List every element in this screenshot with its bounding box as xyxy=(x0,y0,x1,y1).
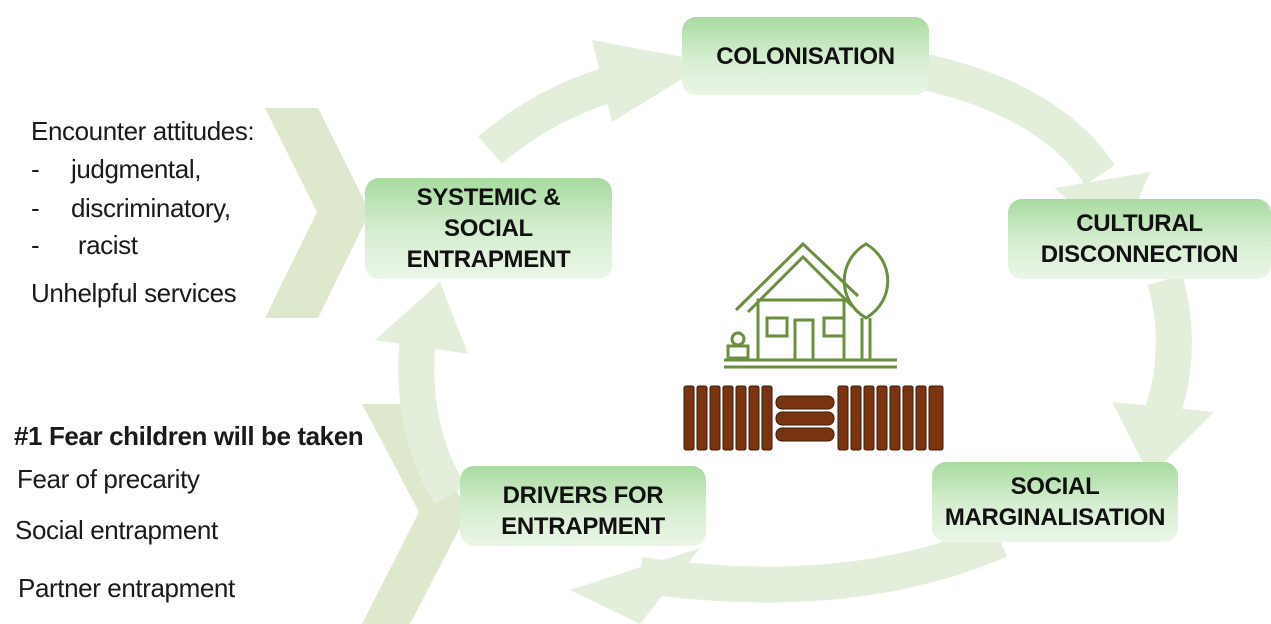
systemic-social-entrapment-box: SYSTEMIC & SOCIAL ENTRAPMENT xyxy=(365,178,612,279)
colonisation-label: COLONISATION xyxy=(716,42,895,70)
cycle-ring xyxy=(398,54,1192,603)
arrowhead-to-drivers xyxy=(570,548,700,624)
chevron-top-shape xyxy=(265,108,370,318)
systemic-social-entrapment-label: SYSTEMIC & SOCIAL ENTRAPMENT xyxy=(406,184,571,273)
bullet-dash: - xyxy=(31,193,40,223)
colonisation-box: COLONISATION xyxy=(682,17,929,95)
cultural-disconnection-label: CULTURAL DISCONNECTION xyxy=(1040,210,1239,268)
encounter-attitudes-heading: Encounter attitudes: xyxy=(31,116,255,146)
bullet-text: discriminatory, xyxy=(71,193,231,223)
bullet-racist: - racist xyxy=(31,230,138,261)
arrowhead-to-systemic xyxy=(375,282,468,354)
ring-arc-top-right xyxy=(921,54,1115,186)
fear-children-heading: #1 Fear children will be taken xyxy=(14,421,364,451)
house-with-tree-and-fence-icon xyxy=(683,241,944,451)
social-entrapment-text: Social entrapment xyxy=(15,515,218,545)
drivers-for-entrapment-label: DRIVERS FOR ENTRAPMENT xyxy=(501,482,665,540)
bullet-dash: - xyxy=(31,230,40,260)
arrowhead-to-colonisation xyxy=(592,40,710,122)
partner-entrapment-text: Partner entrapment xyxy=(18,573,235,603)
social-marginalisation-box: SOCIAL MARGINALISATION xyxy=(932,462,1178,542)
bullet-dash: - xyxy=(31,154,40,184)
arrowhead-to-social-marg xyxy=(1112,402,1214,476)
bullet-discriminatory: - discriminatory, xyxy=(31,193,231,224)
social-marginalisation-label: SOCIAL MARGINALISATION xyxy=(944,473,1166,531)
cultural-disconnection-box: CULTURAL DISCONNECTION xyxy=(1008,199,1271,279)
unhelpful-services-text: Unhelpful services xyxy=(31,278,237,308)
ring-arc-bottom xyxy=(637,523,1008,603)
bullet-judgmental: - judgmental, xyxy=(31,154,201,185)
bullet-text: racist xyxy=(71,230,138,260)
fear-of-precarity-text: Fear of precarity xyxy=(17,464,200,494)
drivers-for-entrapment-box: DRIVERS FOR ENTRAPMENT xyxy=(460,466,706,546)
ring-arc-right xyxy=(1142,275,1192,427)
bullet-text: judgmental, xyxy=(71,154,202,184)
